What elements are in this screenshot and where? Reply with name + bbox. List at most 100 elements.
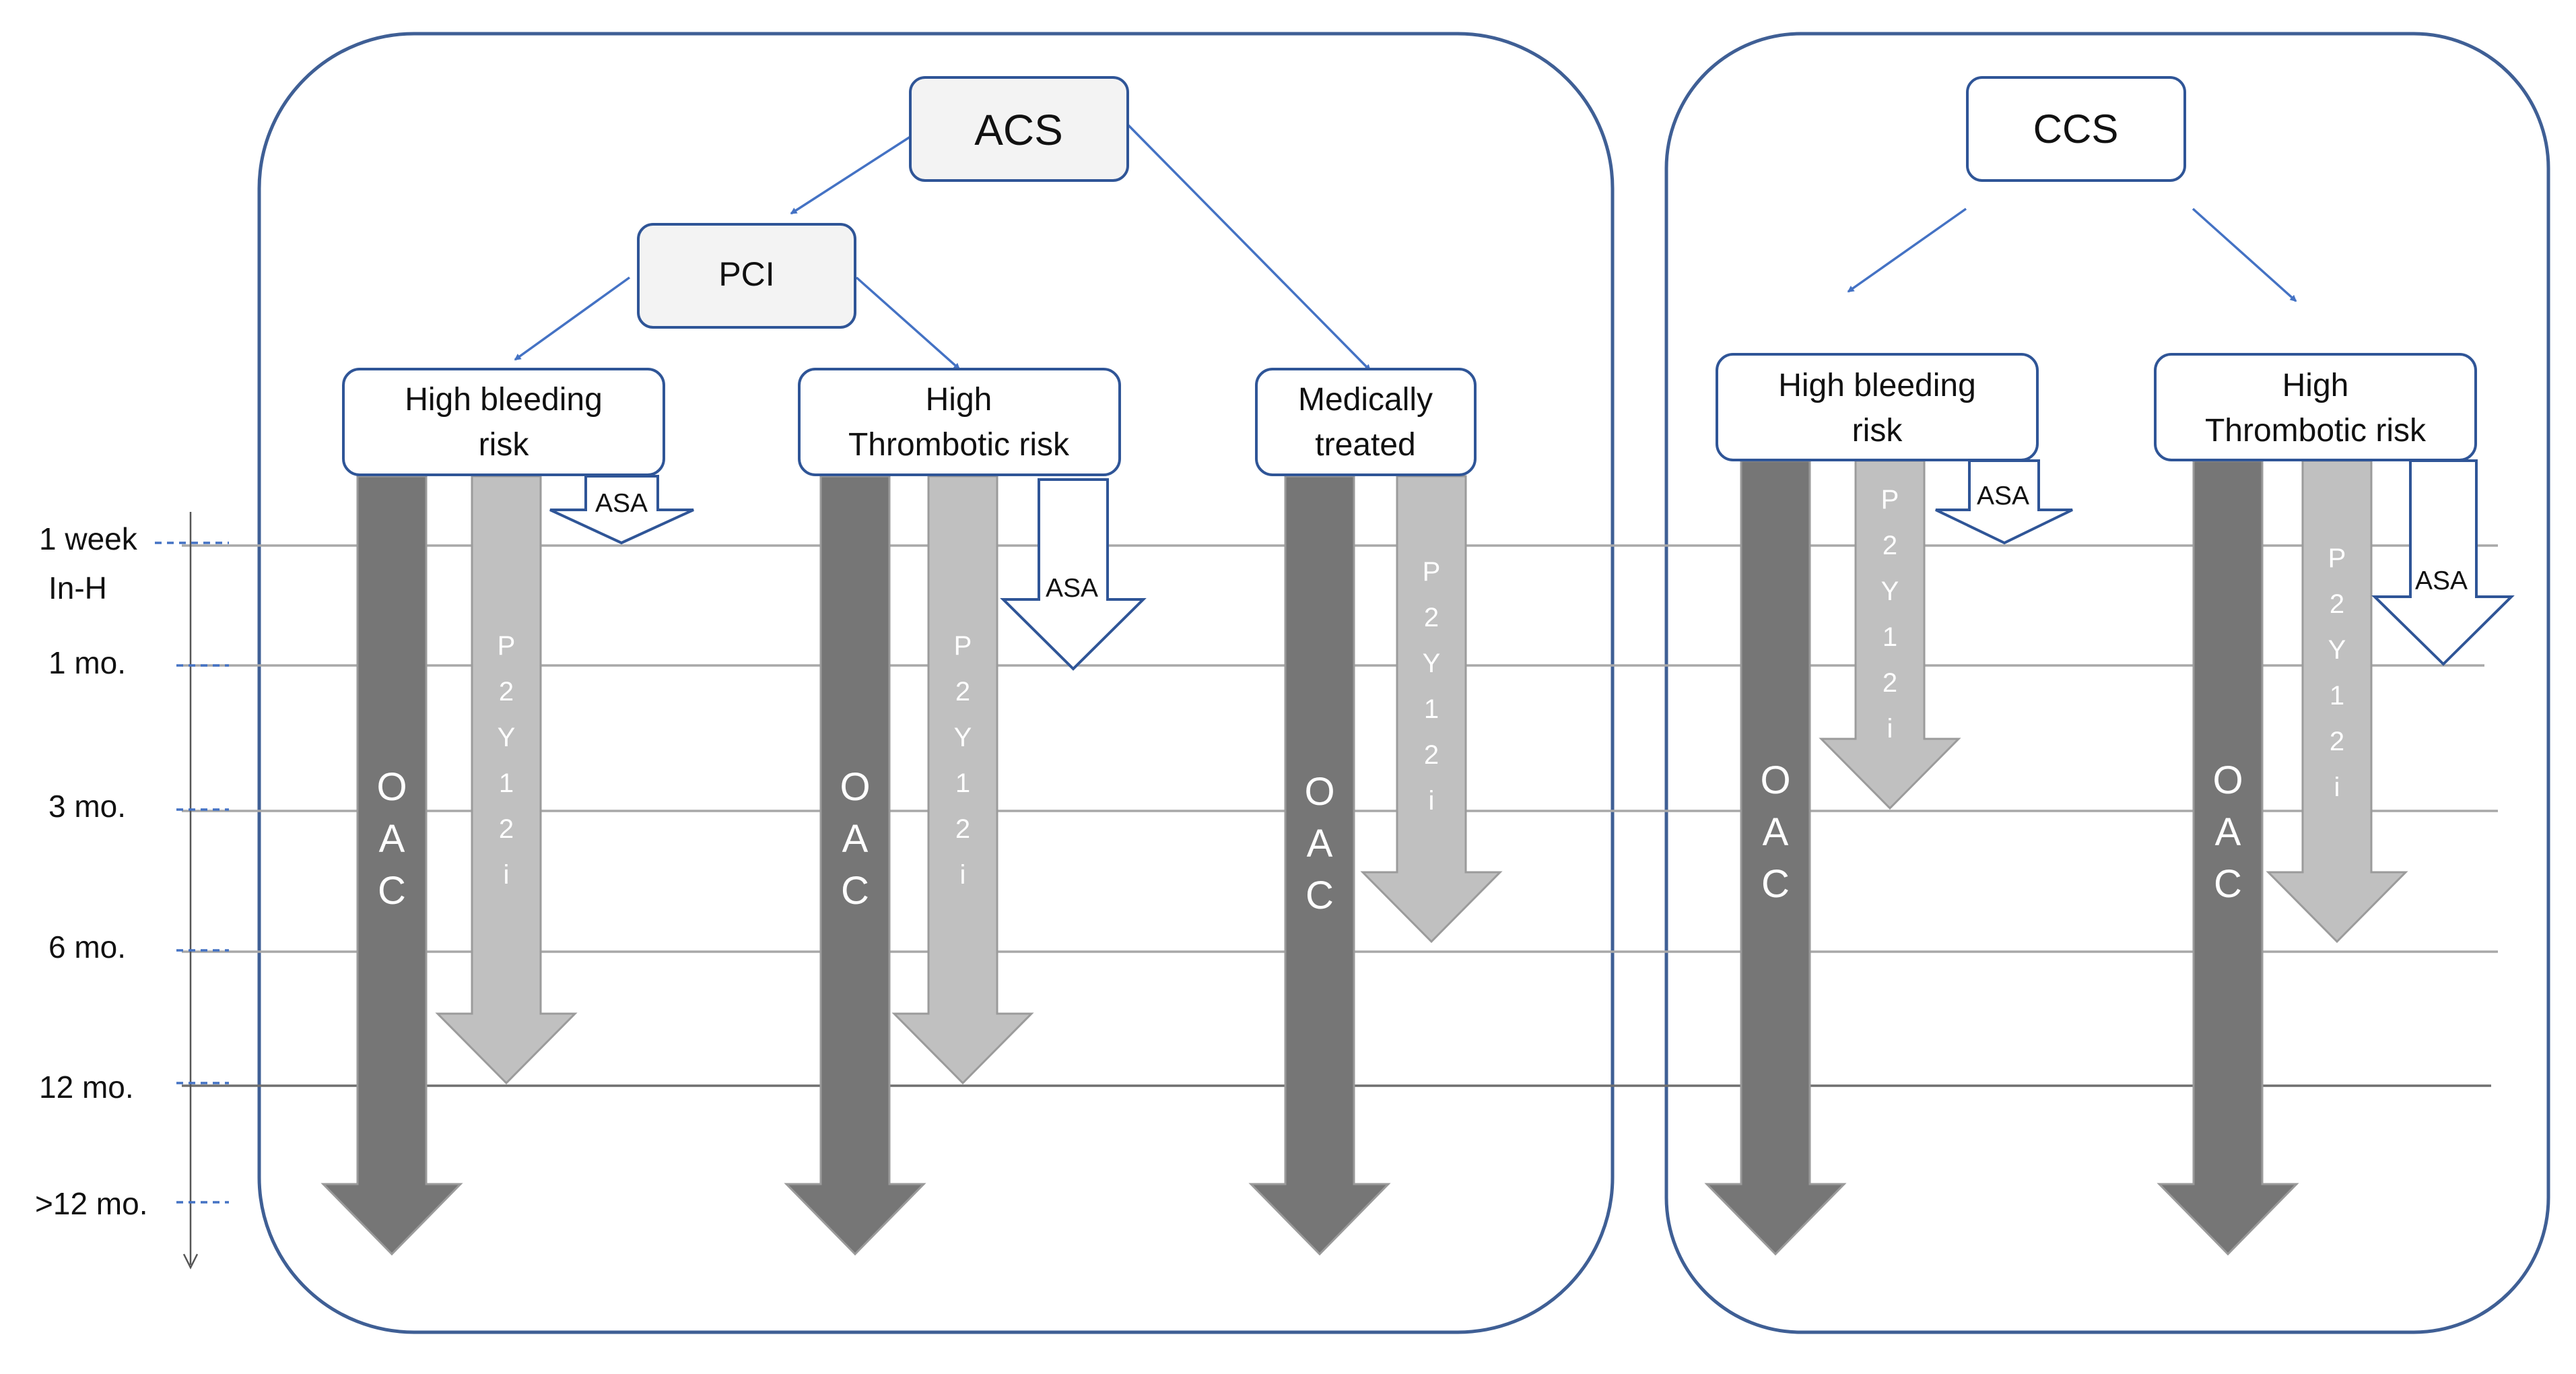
acs-mt-oac-label-letter: O [1304, 770, 1334, 814]
ccs-ht-p2y12i-label-letter: 1 [2330, 681, 2344, 711]
ccs-hb-asa-arrow [1935, 459, 2073, 545]
acs-ht-oac-label-letter: C [841, 869, 869, 913]
ccs-hb-oac-label-letter: C [1761, 862, 1790, 906]
ccs-hb-p2y12i-label-letter: 2 [1883, 668, 1897, 698]
acs-hb-asa-label: ASA [595, 489, 648, 518]
ccs-ht-oac-label-letter: O [2212, 758, 2243, 802]
acs-high-thrombotic-box [798, 368, 1121, 476]
acs-mt-oac-label-letter: C [1306, 874, 1334, 917]
ccs-high-thrombotic-box [2154, 353, 2477, 461]
acs-high-thrombotic-line-1: High [926, 382, 992, 418]
ccs-ht-p2y12i-label-letter: Y [2328, 635, 2346, 665]
ccs-high-bleeding-node: High bleeding risk [1716, 353, 2039, 461]
ccs-high-thrombotic-line-2: Thrombotic risk [2205, 413, 2427, 449]
acs-hb-p2y12i-arrow [435, 475, 578, 1085]
acs-mt-p2y12i-label-letter: P [1423, 557, 1441, 587]
acs-hb-oac-label-letter: O [376, 765, 407, 809]
ccs-ht-oac-label-letter: C [2214, 862, 2242, 906]
acs-ht-p2y12i-label-letter: 1 [955, 768, 970, 798]
acs-ht-asa-arrow [1000, 478, 1147, 671]
pci-box [637, 223, 856, 329]
acs-hb-p2y12i-label-letter: Y [498, 723, 516, 752]
ccs-high-thrombotic-line-1: High [2282, 368, 2349, 403]
timeline-label-in-h: In-H [48, 570, 107, 606]
acs-mt-p2y12i-label-letter: 2 [1424, 603, 1439, 632]
ccs-ht-p2y12i-label-letter: 2 [2330, 727, 2344, 756]
ccs-hb-p2y12i-label-letter: 2 [1883, 531, 1897, 560]
acs-medically-treated-box [1255, 368, 1477, 476]
acs-hb-asa-arrow [549, 475, 694, 545]
acs-ht-asa-label: ASA [1046, 574, 1098, 603]
acs-ht-p2y12i-label-letter: P [954, 631, 972, 661]
connector-pci-to-high-bleeding [514, 276, 631, 361]
ccs-hb-oac-label-letter: A [1763, 810, 1789, 854]
acs-high-thrombotic-node: High Thrombotic risk [798, 368, 1121, 476]
acs-hb-oac-arrow [320, 475, 463, 1256]
ccs-node: CCS [1966, 76, 2186, 182]
ccs-ht-p2y12i-label-letter: 2 [2330, 589, 2344, 619]
ccs-ht-asa-arrow [2371, 459, 2515, 666]
timeline-label-1-mo: 1 mo. [48, 645, 126, 680]
acs-high-bleeding-node: High bleeding risk [342, 368, 665, 476]
acs-ht-p2y12i-label-letter: i [960, 860, 966, 890]
acs-hb-p2y12i-label-letter: 2 [499, 677, 514, 707]
acs-high-bleeding-line-1: High bleeding [405, 382, 603, 418]
ccs-hb-p2y12i-label-letter: 1 [1883, 622, 1897, 652]
ccs-ht-p2y12i-label-letter: i [2334, 773, 2340, 802]
ccs-hb-p2y12i-label-letter: Y [1881, 577, 1899, 606]
ccs-ht-oac-label-letter: A [2215, 810, 2241, 854]
acs-mt-oac-label-letter: A [1307, 822, 1333, 865]
ccs-hb-p2y12i-label-letter: P [1881, 485, 1899, 515]
acs-ht-oac-arrow [784, 475, 926, 1256]
pci-node: PCI [637, 223, 856, 329]
acs-hb-oac-label-letter: A [379, 817, 405, 861]
acs-mt-oac-arrow [1248, 475, 1391, 1256]
acs-medically-treated-line-1: Medically [1298, 382, 1433, 418]
acs-mt-p2y12i-label-letter: Y [1423, 649, 1441, 678]
acs-high-thrombotic-line-2: Thrombotic risk [848, 427, 1070, 463]
acs-high-bleeding-line-2: risk [479, 427, 530, 463]
timeline-label-12-mo: 12 mo. [39, 1070, 134, 1105]
ccs-hb-oac-arrow [1704, 459, 1847, 1256]
acs-ht-p2y12i-label-letter: 2 [955, 814, 970, 844]
acs-mt-p2y12i-label-letter: 2 [1424, 740, 1439, 770]
timeline-label-6-mo: 6 mo. [48, 929, 126, 964]
connector-pci-to-high-thrombotic [855, 276, 961, 370]
acs-mt-p2y12i-arrow [1360, 475, 1503, 944]
connector-ccs-to-high-thrombotic [2192, 207, 2297, 302]
ccs-high-thrombotic-node: High Thrombotic risk [2154, 353, 2477, 461]
connector-acs-to-pci [790, 135, 911, 215]
acs-medically-treated-node: Medically treated [1255, 368, 1477, 476]
ccs-ht-p2y12i-label-letter: P [2328, 544, 2346, 573]
ccs-high-bleeding-line-1: High bleeding [1778, 368, 1976, 403]
acs-mt-p2y12i-label-letter: i [1429, 786, 1435, 816]
acs-ht-p2y12i-label-letter: Y [954, 723, 972, 752]
ccs-ht-oac-arrow [2157, 459, 2299, 1256]
acs-hb-oac-label-letter: C [378, 869, 406, 913]
acs-node: ACS [909, 76, 1129, 182]
timeline-label-gt-12-mo: >12 mo. [35, 1186, 148, 1221]
ccs-high-bleeding-box [1716, 353, 2039, 461]
acs-ht-p2y12i-arrow [891, 475, 1034, 1085]
acs-title: ACS [974, 106, 1063, 154]
pci-title: PCI [718, 255, 774, 293]
ccs-hb-p2y12i-label-letter: i [1887, 714, 1893, 744]
timeline-label-1-week: 1 week [39, 521, 138, 556]
timeline-label-3-mo: 3 mo. [48, 789, 126, 824]
connector-ccs-to-high-bleeding [1847, 207, 1967, 293]
acs-hb-p2y12i-label-letter: 2 [499, 814, 514, 844]
